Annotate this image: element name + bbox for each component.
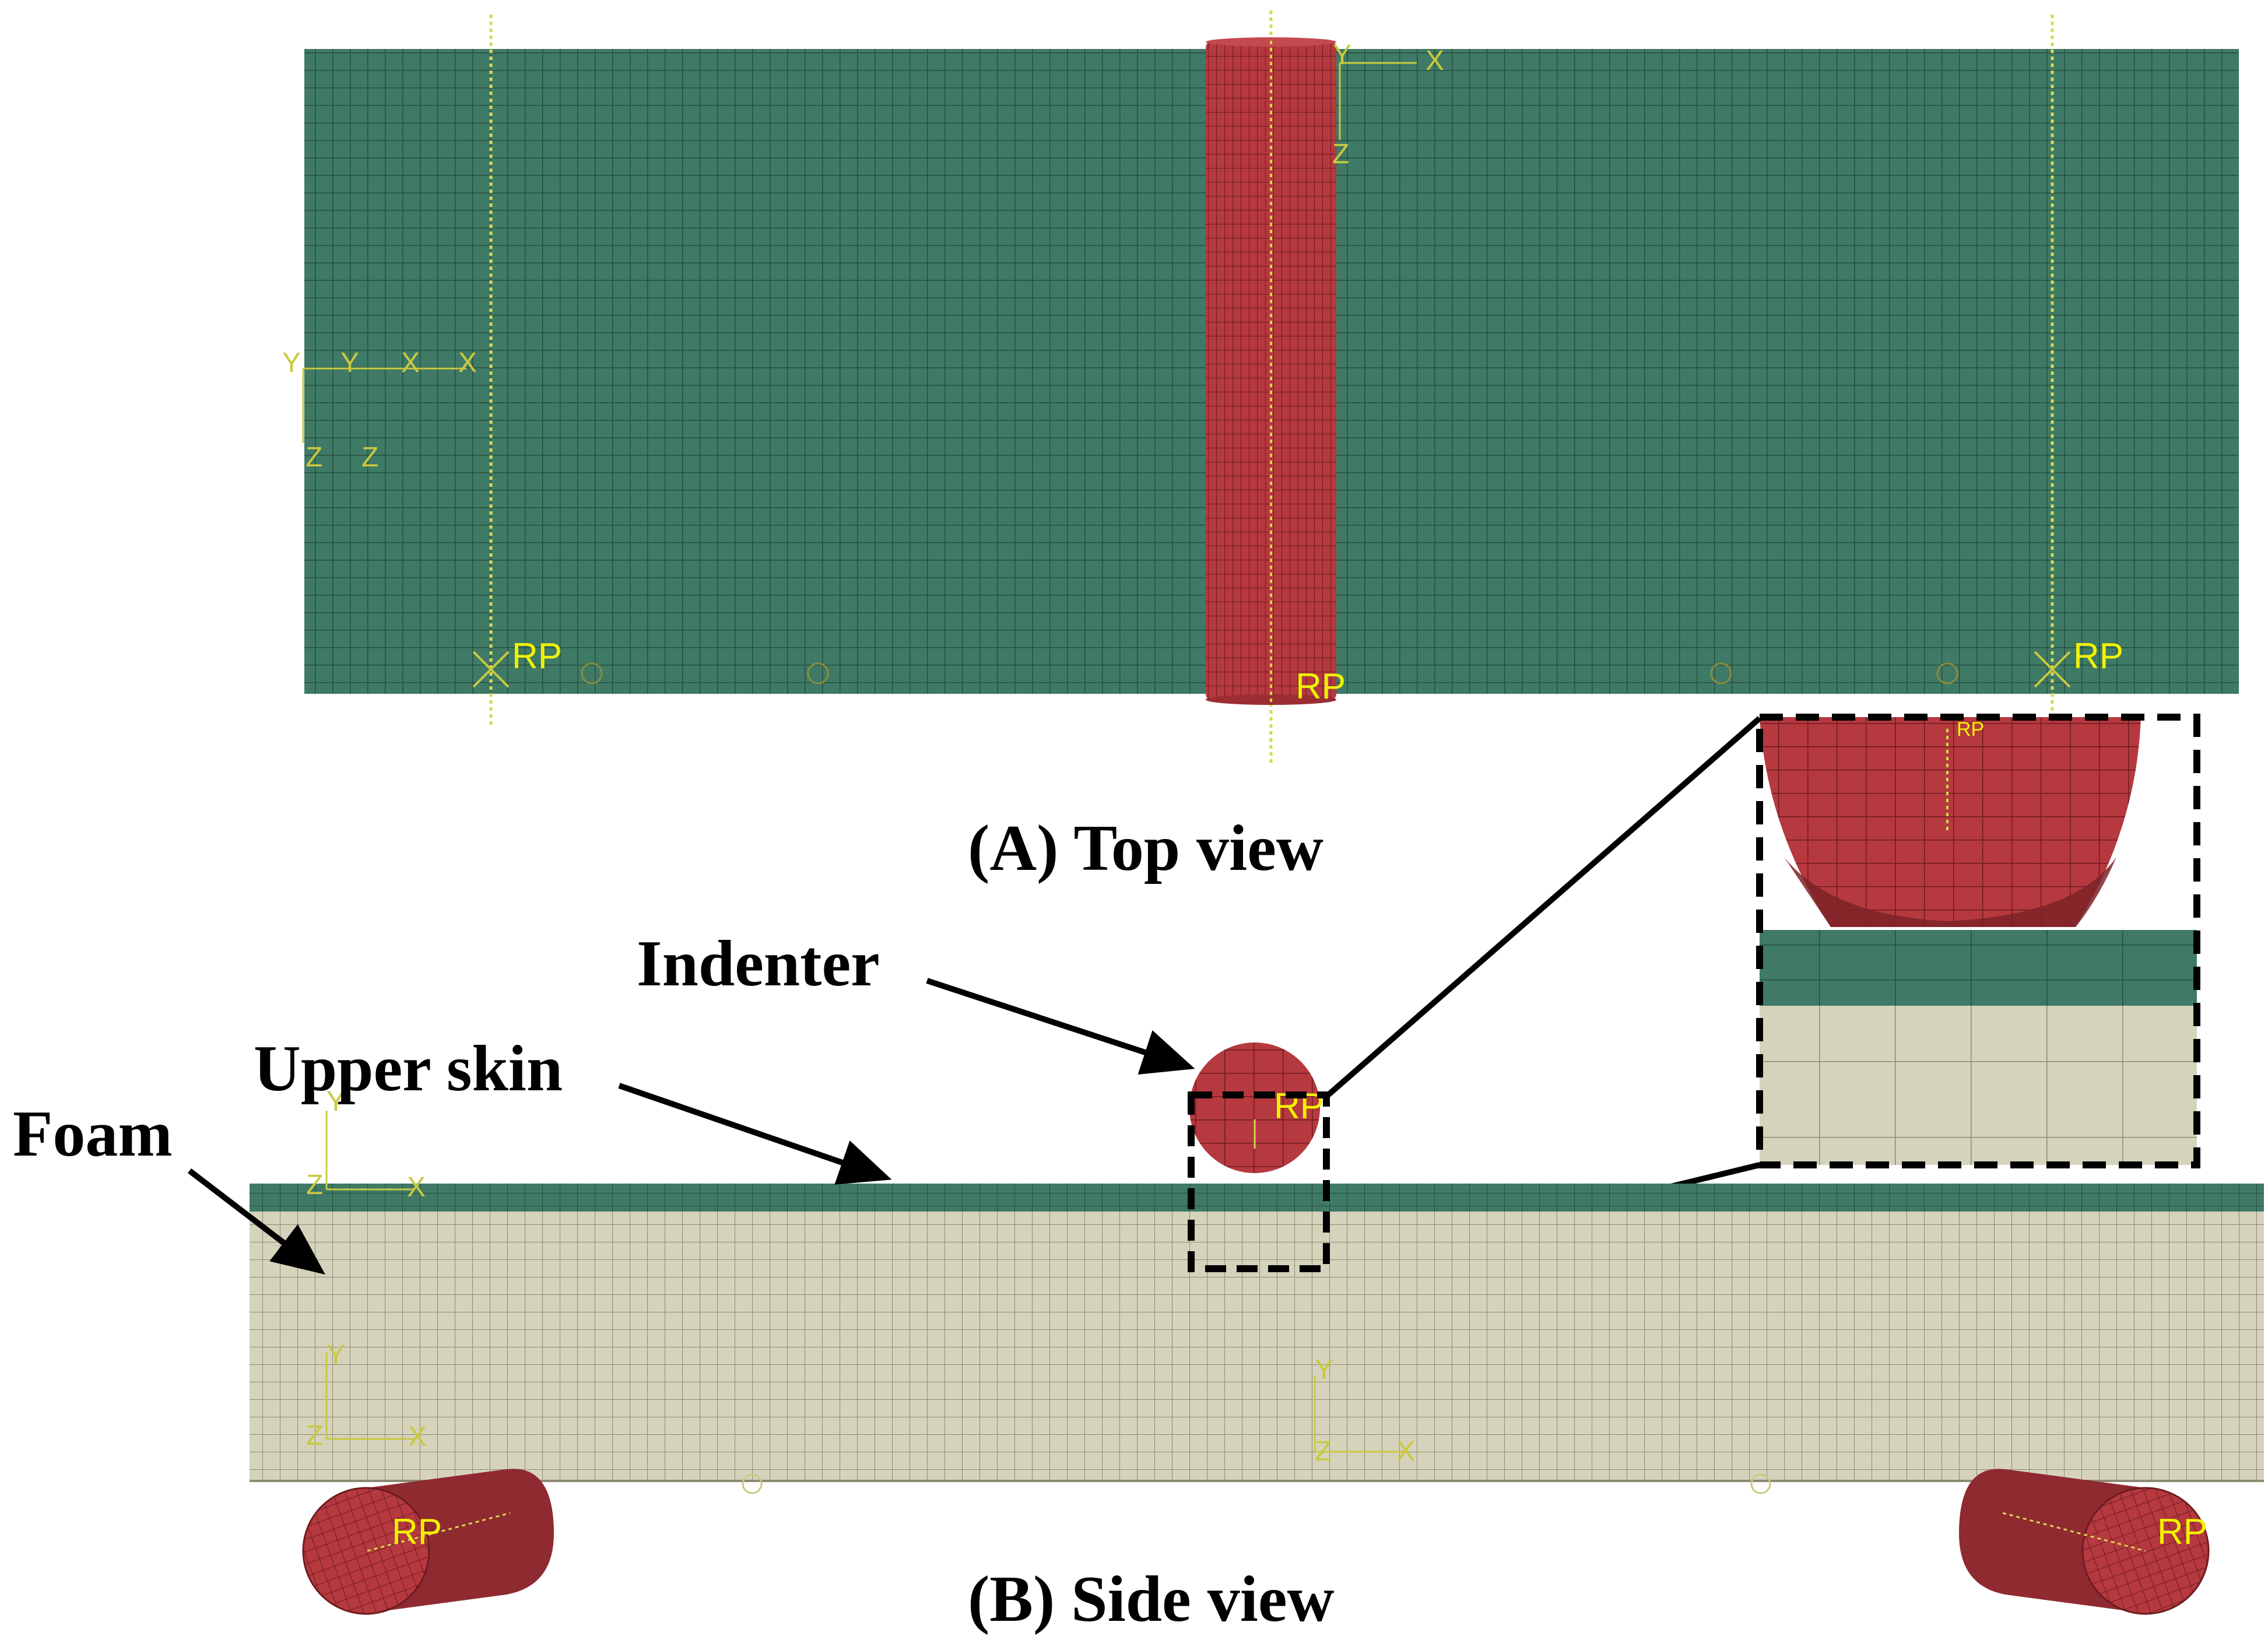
zoom-foam: [1760, 1006, 2197, 1165]
axis-label-y: Y: [326, 1340, 345, 1371]
side-view-foam-core: [250, 1212, 2264, 1481]
axis-triad-side-center: [1314, 1376, 1405, 1453]
rp-marker-right: [2034, 651, 2071, 688]
axis-label-z: Z: [306, 1420, 323, 1451]
axis-label-x: X: [1426, 45, 1444, 76]
arrow-foam: [187, 1168, 325, 1275]
label-upper-skin: Upper skin: [254, 1033, 563, 1105]
axis-label-x: X: [401, 347, 420, 378]
zoom-inset-frame: [1756, 714, 2200, 1168]
side-view-upper-skin: [250, 1184, 2264, 1212]
label-indenter: Indenter: [637, 928, 880, 1000]
rp-marker-left: [472, 651, 510, 688]
axis-triad-top-center: [1339, 62, 1417, 140]
axis-label-z: Z: [306, 442, 322, 473]
axis-label-z: Z: [1315, 1436, 1332, 1467]
axis-label-z: Z: [306, 1170, 323, 1200]
arrow-upper-skin: [618, 1083, 892, 1185]
caption-side-view: (B) Side view: [968, 1563, 1335, 1635]
axis-label-x: X: [1396, 1436, 1415, 1467]
axis-label-y: Y: [282, 347, 301, 378]
axis-label-x: X: [458, 347, 477, 378]
axis-label-y: Y: [1315, 1354, 1333, 1385]
axis-label-z: Z: [361, 442, 378, 473]
zoom-connector-upper: [1326, 716, 1762, 1097]
rp-label-side-left: RP: [392, 1512, 442, 1552]
axis-label-x: X: [407, 1172, 426, 1203]
zoom-upper-skin: [1760, 930, 2197, 1006]
rp-label-side-right: RP: [2157, 1512, 2207, 1552]
axis-label-z: Z: [1332, 139, 1349, 170]
axis-label-y: Y: [1333, 40, 1351, 71]
arrow-indenter: [926, 978, 1195, 1075]
zoom-indenter: [1760, 717, 2141, 927]
zoom-inset: RP: [1756, 714, 2200, 1168]
top-view: Y X Z Y Y X X Z Z RP RP RP: [282, 10, 2239, 764]
axis-triad-side-lower-left: [325, 1353, 415, 1440]
rp-label-zoom: RP: [1957, 718, 1984, 740]
zoom-source-box: [1188, 1091, 1330, 1272]
caption-top-view: (A) Top view: [968, 812, 1323, 884]
axis-label-y: Y: [340, 347, 359, 378]
support-cylinder-right: [1958, 1469, 2210, 1615]
node-markers-top: [581, 662, 1958, 684]
axis-triad-side-upper: [325, 1111, 414, 1191]
label-foam: Foam: [13, 1098, 173, 1170]
rp-label-top-center: RP: [1296, 666, 1346, 707]
rp-label-top-left: RP: [512, 636, 562, 676]
axis-label-x: X: [408, 1421, 427, 1452]
side-view: RP Y Z X Y Z X Y Z X: [250, 1042, 2264, 1615]
support-cylinder-left: [302, 1469, 554, 1615]
side-view-indenter: [1189, 1042, 1320, 1173]
axis-triad-top-left: [302, 367, 466, 443]
rp-label-top-right: RP: [2073, 636, 2123, 676]
axis-label-y: Y: [326, 1086, 345, 1117]
